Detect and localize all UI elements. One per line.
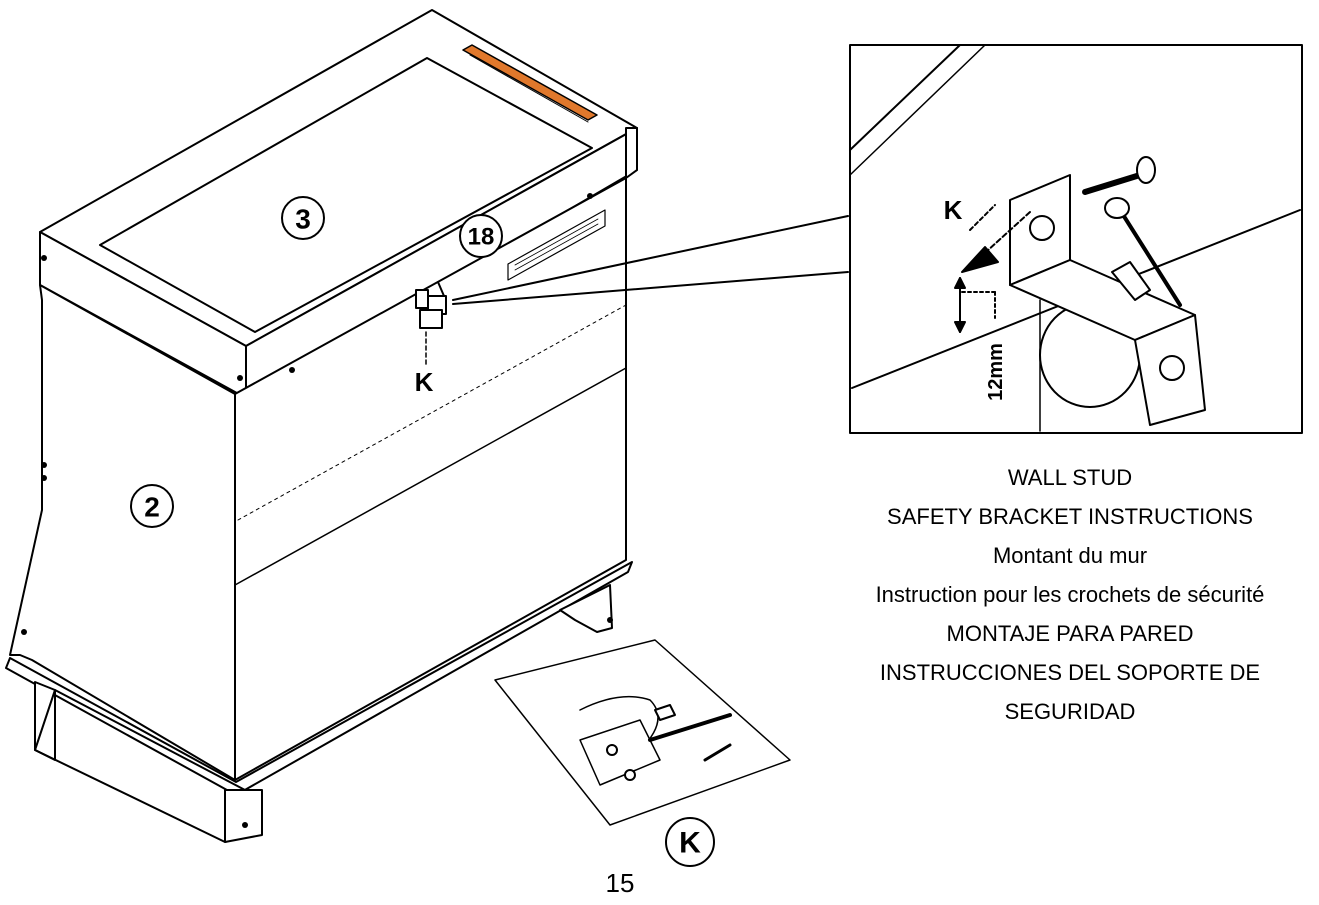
tray-inner-floor [99, 57, 593, 333]
callout-18: 18 [468, 224, 495, 251]
caption-montant: Montant du mur [992, 543, 1148, 568]
callout-circle-k [665, 817, 715, 867]
wood-screw-1 [1104, 197, 1182, 307]
base-front-leg [224, 789, 263, 843]
installed-bracket [415, 281, 447, 366]
label-k-main: K [415, 367, 434, 397]
callout-circle-18 [459, 214, 503, 258]
measurement-label: 12mm [985, 343, 1007, 401]
instruction-caption: WALL STUD SAFETY BRACKET INSTRUCTIONS Mo… [835, 458, 1305, 731]
tray-right-end [625, 127, 638, 179]
detail-inset [849, 44, 1303, 434]
hardware-bag [494, 639, 791, 826]
caption-instruction-fr: Instruction pour les crochets de sécurit… [875, 582, 1265, 607]
info-label [507, 209, 606, 281]
caption-instrucciones-es: INSTRUCCIONES DEL SOPORTE DE SEGURIDAD [879, 660, 1261, 724]
caption-montaje: MONTAJE PARA PARED [946, 621, 1194, 646]
caption-safety-bracket: SAFETY BRACKET INSTRUCTIONS [887, 504, 1253, 529]
base-right-leg [559, 584, 613, 633]
label-k-detail: K [944, 195, 963, 225]
callout-k: K [679, 827, 701, 860]
wood-screw-2 [1082, 156, 1156, 195]
callout-circle-2 [130, 484, 174, 528]
caption-wall-stud: WALL STUD [1007, 465, 1133, 490]
cabinet-drawing [5, 9, 849, 843]
base-rail [5, 561, 633, 796]
page-number: 15 [605, 868, 635, 898]
callout-circle-3 [281, 196, 325, 240]
warning-label [462, 44, 598, 121]
callout-2: 2 [144, 492, 160, 523]
callout-3: 3 [295, 204, 311, 235]
